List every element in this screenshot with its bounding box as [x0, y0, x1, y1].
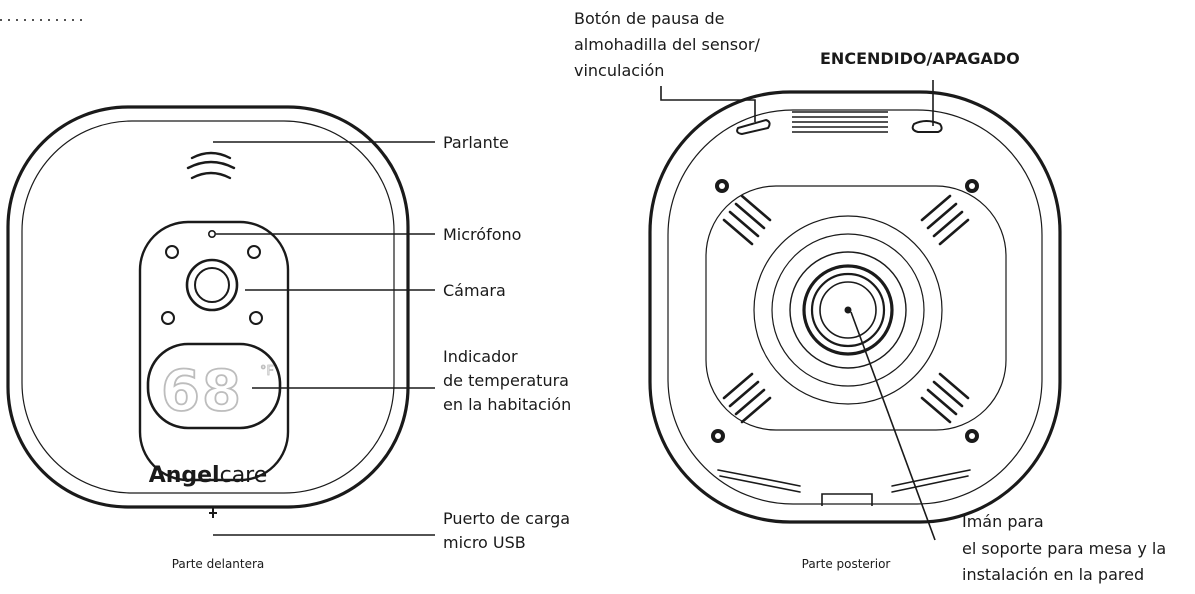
label-microphone: Micrófono — [443, 225, 521, 244]
corner-vent-icon — [920, 372, 970, 424]
screw-icon — [711, 429, 725, 443]
caption-back: Parte posterior — [802, 557, 891, 571]
label-temperature-line2: de temperatura — [443, 371, 569, 390]
microphone-icon — [208, 230, 217, 239]
corner-vent-icon — [722, 194, 772, 246]
label-power: ENCENDIDO/APAGADO — [820, 49, 1020, 68]
bottom-slots-icon — [717, 469, 971, 506]
pause-button-icon — [736, 118, 771, 136]
ir-led-icon — [165, 245, 179, 259]
screw-icon — [715, 179, 729, 193]
front-body-outline — [6, 105, 410, 509]
pause-button[interactable] — [736, 118, 771, 136]
usb-port-icon — [209, 507, 217, 518]
label-magnet-line2: el soporte para mesa y la — [962, 539, 1166, 558]
magnet-mount-icon — [753, 215, 943, 405]
screw-icon — [965, 179, 979, 193]
front-view: 68 °F Angelcare Parlante Micrófono Cámar… — [6, 105, 571, 571]
corner-vent-icon — [722, 372, 772, 424]
ir-led-icon — [247, 245, 261, 259]
top-vent-icon — [792, 111, 888, 133]
pause-button-leader-line — [660, 86, 756, 122]
temperature-display-value: 68 — [161, 359, 243, 424]
label-temperature-line1: Indicador — [443, 347, 518, 366]
sensor-panel-outline — [138, 220, 290, 482]
magnet-leader-line — [850, 311, 936, 541]
screw-icon — [965, 429, 979, 443]
label-usb-port-line2: micro USB — [443, 533, 526, 552]
label-usb-port-line1: Puerto de carga — [443, 509, 570, 528]
back-view: Botón de pausa de almohadilla del sensor… — [574, 9, 1166, 584]
corner-vent-icon — [920, 194, 970, 246]
power-button-icon — [911, 120, 943, 133]
front-body-inner-outline — [21, 120, 395, 494]
power-button[interactable] — [911, 120, 943, 133]
back-panel-outline — [705, 185, 1007, 431]
label-camera: Cámara — [443, 281, 506, 300]
back-body-inner-outline — [667, 109, 1043, 505]
label-temperature-line3: en la habitación — [443, 395, 571, 414]
label-pause-button-line2: almohadilla del sensor/ — [574, 35, 761, 54]
brand-logo: Angelcare — [149, 463, 268, 488]
camera-lens-inner-icon — [194, 267, 230, 303]
camera-lens-icon — [185, 258, 239, 312]
label-pause-button-line3: vinculación — [574, 61, 664, 80]
temperature-display-window — [146, 342, 282, 430]
back-body-outline — [648, 90, 1062, 524]
speaker-grille-icon — [186, 151, 236, 180]
temperature-display-unit: °F — [260, 364, 274, 379]
ir-led-icon — [249, 311, 263, 325]
label-magnet-line1: Imán para — [962, 512, 1044, 531]
caption-front: Parte delantera — [172, 557, 265, 571]
label-magnet-line3: instalación en la pared — [962, 565, 1144, 584]
label-pause-button-line1: Botón de pausa de — [574, 9, 724, 28]
ir-led-icon — [161, 311, 175, 325]
label-speaker: Parlante — [443, 133, 509, 152]
